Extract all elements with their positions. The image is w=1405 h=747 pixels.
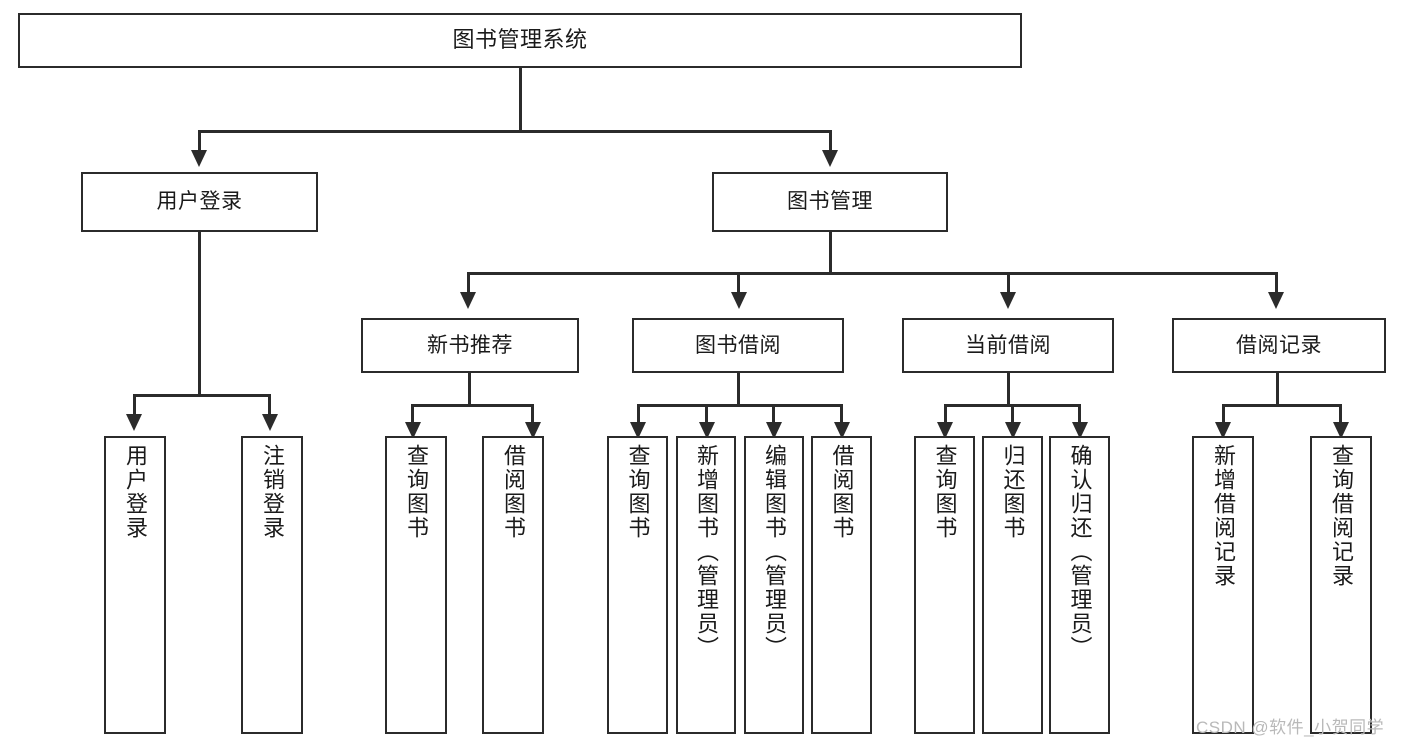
leaf-logout[interactable]: 注销登录 bbox=[241, 436, 303, 734]
leaf-bb-edit-book-admin[interactable]: 编辑图书（管理员） bbox=[744, 436, 804, 734]
connector-book-manage-bus bbox=[467, 272, 1278, 275]
connector-user-login-bus bbox=[133, 394, 271, 397]
connector-nbr-stem bbox=[468, 373, 471, 406]
leaf-user-login[interactable]: 用户登录 bbox=[104, 436, 166, 734]
leaf-br-query-record[interactable]: 查询借阅记录 bbox=[1310, 436, 1372, 734]
arrow-to-user-login bbox=[191, 150, 207, 167]
arrow-cb-child-3 bbox=[1072, 422, 1088, 439]
node-borrow-record[interactable]: 借阅记录 bbox=[1172, 318, 1386, 373]
connector-bb-branch-2 bbox=[705, 404, 708, 426]
node-label: 当前借阅 bbox=[965, 333, 1051, 357]
connector-br-stem bbox=[1276, 373, 1279, 406]
arrow-to-new-book-recommend bbox=[460, 292, 476, 309]
node-label: 新书推荐 bbox=[427, 333, 513, 357]
leaf-cb-query-book[interactable]: 查询图书 bbox=[914, 436, 975, 734]
arrow-br-child-2 bbox=[1333, 422, 1349, 439]
connector-book-manage-stem bbox=[829, 232, 832, 274]
leaf-cb-return-book[interactable]: 归还图书 bbox=[982, 436, 1043, 734]
connector-cb-branch-2 bbox=[1011, 404, 1014, 426]
node-label: 借阅记录 bbox=[1236, 333, 1322, 357]
connector-bb-branch-4 bbox=[840, 404, 843, 426]
arrow-bb-child-2 bbox=[699, 422, 715, 439]
node-label: 编辑图书（管理员） bbox=[762, 444, 787, 660]
connector-br-branch-1 bbox=[1222, 404, 1225, 426]
node-label: 新增借阅记录 bbox=[1211, 444, 1236, 588]
leaf-cb-confirm-return-admin[interactable]: 确认归还（管理员） bbox=[1049, 436, 1110, 734]
node-new-book-recommend[interactable]: 新书推荐 bbox=[361, 318, 579, 373]
arrow-br-child-1 bbox=[1215, 422, 1231, 439]
node-book-management[interactable]: 图书管理 bbox=[712, 172, 948, 232]
arrow-to-leaf-logout bbox=[262, 414, 278, 431]
node-current-borrow[interactable]: 当前借阅 bbox=[902, 318, 1114, 373]
node-book-borrow[interactable]: 图书借阅 bbox=[632, 318, 844, 373]
connector-user-login-branch-2 bbox=[268, 394, 271, 416]
connector-root-branch-right bbox=[829, 130, 832, 152]
connector-root-branch-left bbox=[198, 130, 201, 152]
node-label: 图书管理系统 bbox=[452, 27, 588, 53]
arrow-to-book-manage bbox=[822, 150, 838, 167]
connector-bb-branch-1 bbox=[637, 404, 640, 426]
arrow-to-current-borrow bbox=[1000, 292, 1016, 309]
connector-level3-branch-2 bbox=[737, 272, 740, 294]
arrow-to-borrow-record bbox=[1268, 292, 1284, 309]
connector-bb-stem bbox=[737, 373, 740, 406]
connector-nbr-bus bbox=[411, 404, 534, 407]
node-label: 查询图书 bbox=[404, 444, 429, 540]
connector-br-bus bbox=[1222, 404, 1342, 407]
arrow-to-leaf-user-login bbox=[126, 414, 142, 431]
node-root-system[interactable]: 图书管理系统 bbox=[18, 13, 1022, 68]
node-label: 确认归还（管理员） bbox=[1067, 444, 1093, 660]
leaf-bb-borrow-book[interactable]: 借阅图书 bbox=[811, 436, 872, 734]
connector-bb-branch-3 bbox=[772, 404, 775, 426]
node-label: 借阅图书 bbox=[501, 444, 526, 540]
node-label: 查询借阅记录 bbox=[1329, 444, 1354, 588]
connector-nbr-branch-1 bbox=[411, 404, 414, 426]
node-label: 借阅图书 bbox=[829, 444, 855, 540]
node-label: 用户登录 bbox=[156, 190, 243, 214]
arrow-to-book-borrow bbox=[731, 292, 747, 309]
watermark-text: CSDN @软件_小贺同学 bbox=[1196, 718, 1385, 737]
leaf-bb-add-book-admin[interactable]: 新增图书（管理员） bbox=[676, 436, 736, 734]
node-user-login[interactable]: 用户登录 bbox=[81, 172, 318, 232]
node-label: 注销登录 bbox=[260, 444, 285, 540]
node-label: 新增图书（管理员） bbox=[694, 444, 719, 660]
arrow-nbr-child-2 bbox=[525, 422, 541, 439]
leaf-br-add-record[interactable]: 新增借阅记录 bbox=[1192, 436, 1254, 734]
arrow-nbr-child-1 bbox=[405, 422, 421, 439]
arrow-bb-child-4 bbox=[834, 422, 850, 439]
node-label: 归还图书 bbox=[1000, 444, 1026, 540]
connector-root-stem bbox=[519, 68, 522, 132]
connector-br-branch-2 bbox=[1339, 404, 1342, 426]
arrow-cb-child-2 bbox=[1005, 422, 1021, 439]
node-label: 查询图书 bbox=[625, 444, 651, 540]
arrow-bb-child-1 bbox=[630, 422, 646, 439]
node-label: 查询图书 bbox=[932, 444, 958, 540]
connector-nbr-branch-2 bbox=[531, 404, 534, 426]
arrow-bb-child-3 bbox=[766, 422, 782, 439]
connector-level3-branch-1 bbox=[467, 272, 470, 294]
node-label: 图书借阅 bbox=[695, 333, 781, 357]
leaf-nbr-borrow-book[interactable]: 借阅图书 bbox=[482, 436, 544, 734]
leaf-bb-query-book[interactable]: 查询图书 bbox=[607, 436, 668, 734]
connector-cb-stem bbox=[1007, 373, 1010, 406]
connector-user-login-branch-1 bbox=[133, 394, 136, 416]
arrow-cb-child-1 bbox=[937, 422, 953, 439]
connector-cb-branch-1 bbox=[944, 404, 947, 426]
connector-level3-branch-4 bbox=[1275, 272, 1278, 294]
node-label: 图书管理 bbox=[787, 190, 873, 214]
connector-level3-branch-3 bbox=[1007, 272, 1010, 294]
connector-user-login-stem bbox=[198, 232, 201, 396]
connector-root-bus bbox=[198, 130, 832, 133]
node-label: 用户登录 bbox=[123, 444, 148, 540]
leaf-nbr-query-book[interactable]: 查询图书 bbox=[385, 436, 447, 734]
connector-bb-bus bbox=[637, 404, 843, 407]
connector-cb-branch-3 bbox=[1078, 404, 1081, 426]
